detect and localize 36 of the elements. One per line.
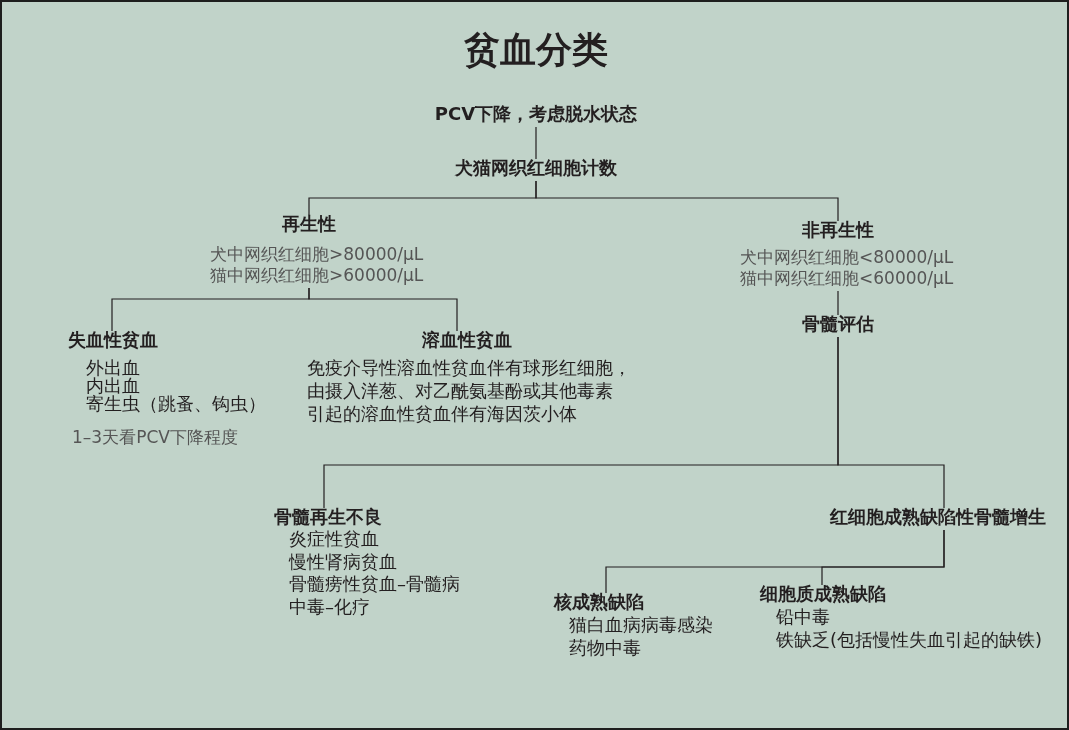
connector-line [821,529,945,586]
list-item: 药物中毒 [569,636,641,659]
list-item: 铁缺乏(包括慢性失血引起的缺铁) [776,628,1043,651]
connector-line [535,126,537,160]
connector-line [837,336,945,509]
criteria-text: 犬中网织红细胞<80000/μL [740,247,954,268]
note-text: 1–3天看PCV下降程度 [72,427,238,448]
category-heading: 再生性 [282,213,336,235]
category-heading: 细胞质成熟缺陷 [760,583,886,605]
list-item: 内出血 [86,377,140,395]
list-item: 外出血 [86,359,140,377]
diagram-title: 贫血分类 [464,28,608,72]
category-heading: 核成熟缺陷 [554,591,644,613]
list-item: 猫白血病病毒感染 [569,613,713,636]
list-item: 中毒–化疗 [289,595,370,619]
step-label: 骨髓评估 [802,313,874,335]
category-heading: 骨髓再生不良 [274,506,382,528]
connector-line [837,290,839,316]
category-heading: 非再生性 [802,219,874,241]
list-item: 慢性肾病贫血 [289,550,397,574]
connector-line [535,180,839,222]
criteria-text: 犬中网织红细胞>80000/μL [210,244,424,265]
category-heading: 溶血性贫血 [422,329,512,351]
list-item: 骨髓痨性贫血–骨髓病 [289,573,460,596]
criteria-text: 猫中网织红细胞<60000/μL [740,268,954,289]
category-heading: 红细胞成熟缺陷性骨髓增生 [830,506,1046,528]
criteria-text: 猫中网织红细胞>60000/μL [210,265,424,286]
category-heading: 失血性贫血 [68,329,158,351]
list-item: 铅中毒 [776,605,830,628]
step-label: PCV下降，考虑脱水状态 [434,103,638,125]
step-label: 犬猫网织红细胞计数 [455,157,617,179]
list-item: 炎症性贫血 [289,528,379,551]
list-item: 寄生虫（跳蚤、钩虫） [86,395,266,413]
description-text: 由摄入洋葱、对乙酰氨基酚或其他毒素引起的溶血性贫血伴有海因茨小体 [307,379,614,425]
connector-line [308,287,458,332]
description-text: 免疫介导性溶血性贫血伴有球形红细胞， [307,356,631,379]
